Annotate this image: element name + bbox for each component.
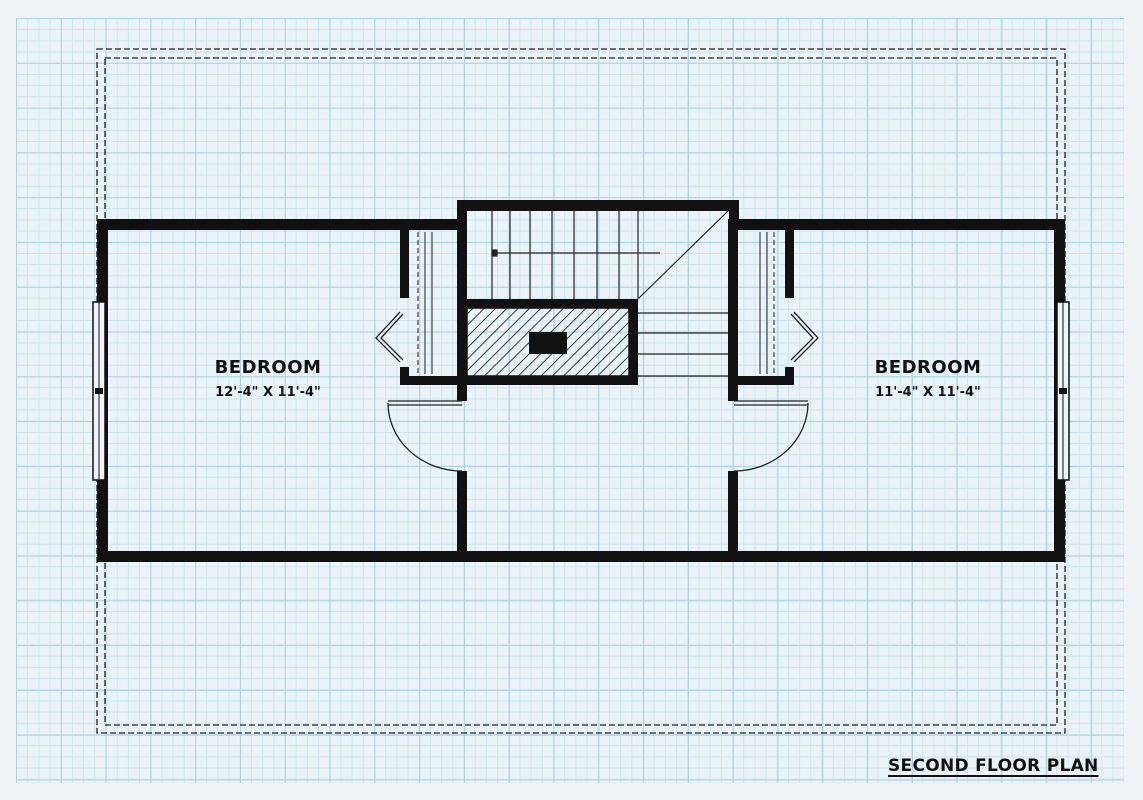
graph-paper-grid	[16, 18, 1124, 783]
room-dimensions: 11'-4" X 11'-4"	[875, 385, 981, 400]
bedroom-doors	[387, 400, 809, 472]
left-window	[92, 301, 106, 481]
room-label-right-bedroom: BEDROOM 11'-4" X 11'-4"	[875, 357, 982, 400]
room-dimensions: 12'-4" X 11'-4"	[215, 385, 321, 400]
staircase	[491, 210, 729, 377]
room-label-left-bedroom: BEDROOM 12'-4" X 11'-4"	[215, 357, 322, 400]
room-name: BEDROOM	[215, 357, 322, 378]
room-name: BEDROOM	[875, 357, 982, 378]
closet-bifold-doors	[375, 311, 819, 363]
closet-shelves	[417, 232, 775, 374]
chimney	[466, 307, 630, 377]
right-window	[1056, 301, 1070, 481]
plan-title: SECOND FLOOR PLAN	[888, 756, 1099, 776]
interior-walls	[400, 230, 794, 562]
